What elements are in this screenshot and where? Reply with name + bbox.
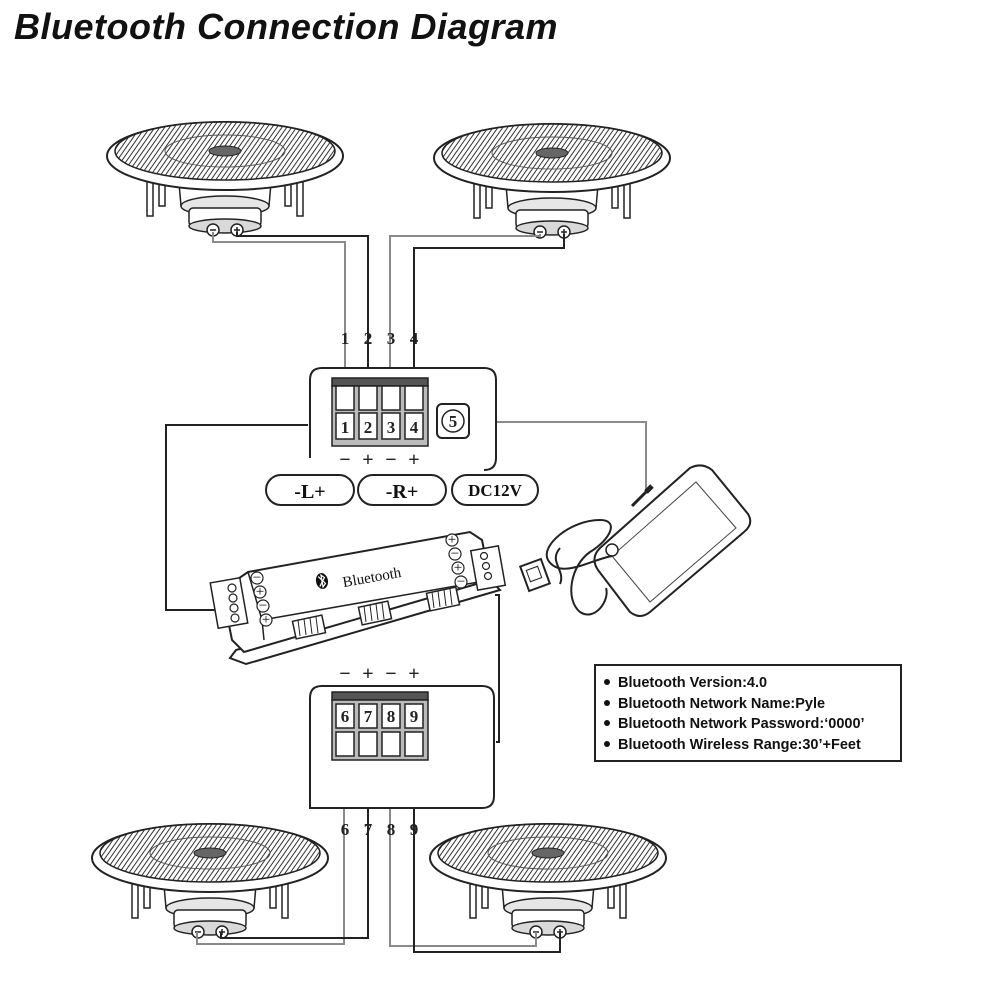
polarity-sign: + (362, 449, 373, 471)
terminal-label: 3 (387, 418, 396, 437)
speaker-icon (429, 823, 667, 939)
terminal-label: 6 (341, 707, 350, 726)
terminal-label: 7 (364, 707, 373, 726)
terminal-label: 2 (364, 418, 373, 437)
speaker-icon (106, 121, 344, 237)
bullet-icon (604, 720, 610, 727)
bullet-icon (604, 699, 610, 706)
module-polarity: − (253, 570, 261, 586)
polarity-sign: + (362, 663, 373, 685)
spec-item: Bluetooth Network Name:Pyle (604, 694, 890, 715)
spec-item: Bluetooth Network Password:‘0000’ (604, 714, 890, 735)
wire-number: 8 (387, 820, 396, 839)
bluetooth-module: − + − + + − + − Blueto (209, 530, 507, 666)
spec-text: Bluetooth Wireless Range:30’+Feet (618, 736, 861, 753)
left-channel-label: -L+ (294, 481, 325, 503)
power-port-label: 5 (449, 412, 458, 431)
spec-info-box: Bluetooth Version:4.0 Bluetooth Network … (594, 664, 902, 762)
spec-text: Bluetooth Version:4.0 (618, 675, 768, 691)
page-title: Bluetooth Connection Diagram (14, 6, 558, 47)
module-polarity: + (448, 532, 456, 548)
wire-number: 1 (341, 329, 350, 348)
wire-number: 7 (364, 820, 373, 839)
module-polarity: + (454, 560, 462, 576)
wire-number: 3 (387, 329, 396, 348)
module-polarity: + (256, 584, 264, 600)
top-terminal-block: 1 2 3 4 (331, 377, 429, 447)
wire-number: 2 (364, 329, 373, 348)
module-polarity: + (262, 612, 270, 628)
polarity-sign: − (339, 449, 350, 471)
polarity-sign: + (408, 663, 419, 685)
power-adapter-icon (518, 464, 752, 617)
right-channel-pill: -R+ (357, 474, 447, 506)
wire-number: 6 (341, 820, 350, 839)
bottom-terminal-block: 6 7 8 9 (331, 691, 429, 761)
bullet-icon (604, 679, 610, 686)
module-polarity: − (451, 546, 459, 562)
terminal-label: 4 (410, 418, 419, 437)
module-polarity: − (259, 598, 267, 614)
polarity-sign: − (339, 663, 350, 685)
terminal-label: 9 (410, 707, 419, 726)
left-channel-pill: -L+ (265, 474, 355, 506)
spec-text: Bluetooth Network Name:Pyle (618, 695, 826, 712)
spec-item: Bluetooth Version:4.0 (604, 673, 890, 694)
power-label: DC12V (468, 481, 523, 500)
spec-item: Bluetooth Wireless Range:30’+Feet (604, 735, 890, 756)
power-port: 5 (436, 403, 470, 439)
speaker-icon (433, 123, 671, 239)
module-polarity: − (457, 574, 465, 590)
power-pill: DC12V (451, 474, 539, 506)
wiring (165, 232, 647, 953)
wire-number: 4 (410, 329, 419, 348)
polarity-sign: + (408, 449, 419, 471)
terminal-label: 1 (341, 418, 350, 437)
wire-number: 9 (410, 820, 419, 839)
speaker-icon (91, 823, 329, 939)
right-channel-label: -R+ (386, 481, 419, 503)
polarity-sign: − (385, 663, 396, 685)
terminal-label: 8 (387, 707, 396, 726)
bullet-icon (604, 740, 610, 747)
polarity-sign: − (385, 449, 396, 471)
spec-text: Bluetooth Network Password:‘0000’ (618, 716, 865, 732)
bluetooth-icon (315, 573, 329, 589)
